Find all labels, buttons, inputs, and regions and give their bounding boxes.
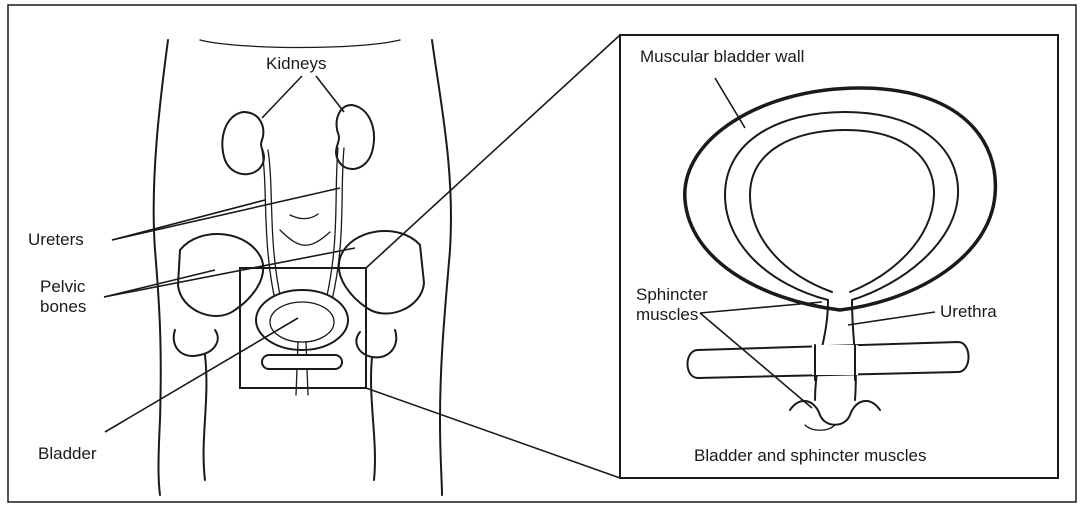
kidneys-drawing [222, 105, 374, 174]
zoom-connectors [366, 35, 620, 478]
inset-bladder-drawing [685, 88, 996, 430]
inset-caption: Bladder and sphincter muscles [694, 446, 926, 466]
pelvic-bones-label: Pelvic bones [40, 277, 86, 317]
bladder-label: Bladder [38, 444, 97, 464]
inset-panel [620, 35, 1058, 478]
outer-frame [8, 5, 1076, 502]
ureters-drawing [262, 148, 344, 300]
kidneys-label: Kidneys [266, 54, 326, 74]
ureters-label: Ureters [28, 230, 84, 250]
muscular-bladder-wall-label: Muscular bladder wall [640, 47, 804, 67]
urethra-label: Urethra [940, 302, 997, 322]
sphincter-muscles-label: Sphincter muscles [636, 285, 708, 325]
bladder-drawing [256, 290, 348, 395]
